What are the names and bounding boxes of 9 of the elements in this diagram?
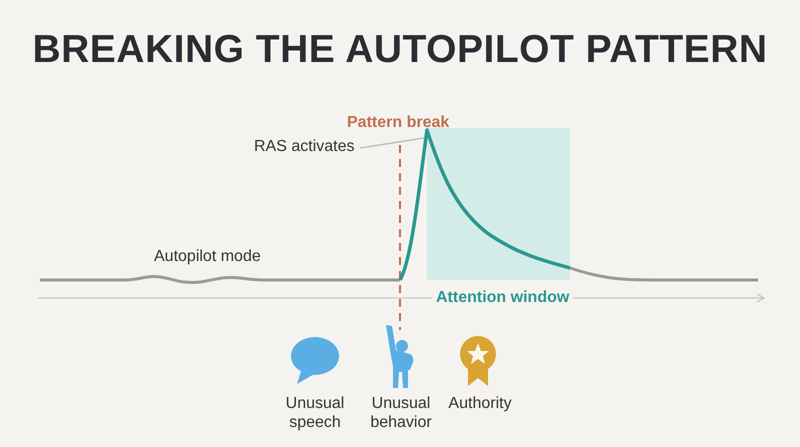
trigger-label: Unusual speech <box>284 394 346 432</box>
phase-label: Autopilot mode <box>154 248 261 266</box>
annotation-label: Pattern break <box>347 114 450 132</box>
leader-line <box>360 137 424 149</box>
trigger-label: Authority <box>447 394 513 414</box>
title: BREAKING THE AUTOPILOT PATTERN <box>31 28 769 72</box>
trigger-label: Unusual behavior <box>369 394 433 432</box>
attention-curve <box>398 128 570 281</box>
callout-label: RAS activates <box>254 138 354 155</box>
